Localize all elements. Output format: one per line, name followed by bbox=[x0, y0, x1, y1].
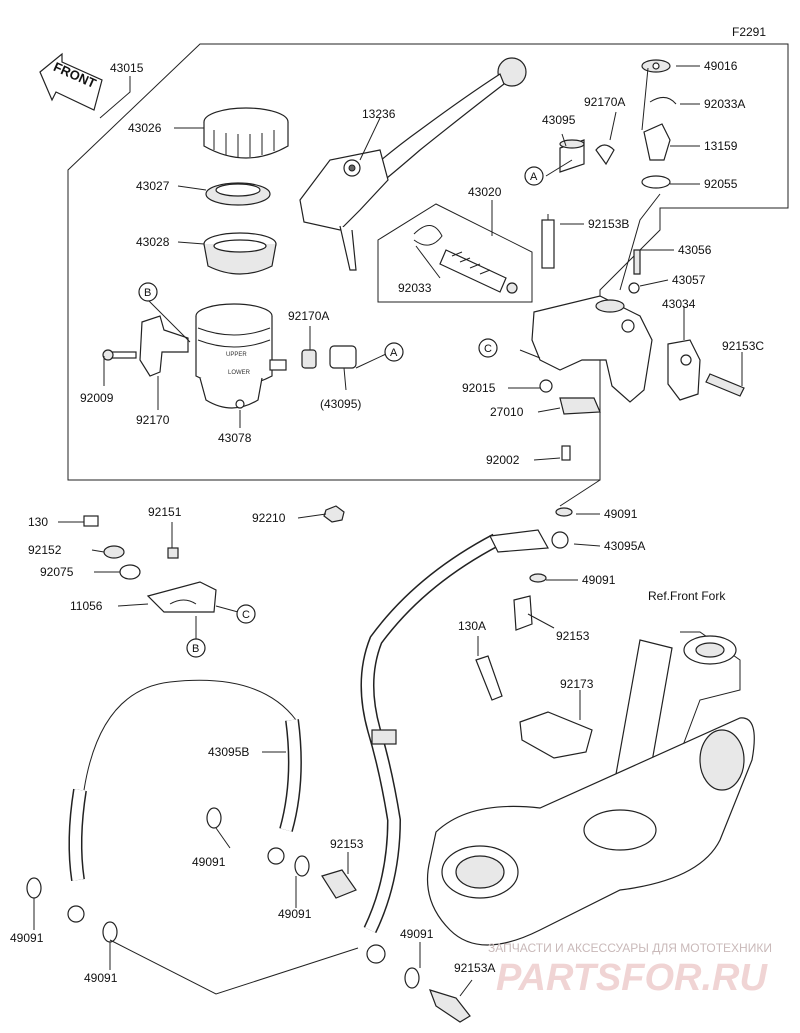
part-label: 92152 bbox=[28, 543, 62, 557]
figure-id: F2291 bbox=[732, 25, 766, 39]
svg-text:B: B bbox=[144, 287, 151, 299]
part-label: 49091 bbox=[400, 927, 434, 941]
part-label: 92170A bbox=[288, 309, 329, 323]
hose-guide bbox=[519, 711, 593, 759]
part-label: 43020 bbox=[468, 185, 502, 199]
part-label: 92210 bbox=[252, 511, 286, 525]
banjo-bolts bbox=[321, 595, 533, 1023]
reservoir-cap bbox=[203, 107, 289, 159]
part-label: 43057 bbox=[672, 273, 706, 287]
part-label: 13159 bbox=[704, 139, 738, 153]
brake-lever bbox=[299, 57, 527, 271]
part-label: 13236 bbox=[362, 107, 396, 121]
callout-b-2: B bbox=[186, 638, 206, 658]
part-label: 92015 bbox=[462, 381, 496, 395]
part-label: 92153 bbox=[330, 837, 364, 851]
svg-text:A: A bbox=[390, 347, 398, 359]
part-label: 130A bbox=[458, 619, 486, 633]
part-label: 43034 bbox=[662, 297, 696, 311]
part-label: 49016 bbox=[704, 59, 738, 73]
steering-stem-head bbox=[426, 631, 755, 946]
reservoir-bracket bbox=[102, 315, 189, 377]
part-label: 43015 bbox=[110, 61, 144, 75]
piston-kit-box bbox=[377, 203, 533, 303]
sealing-washers bbox=[26, 507, 573, 989]
part-label: 43026 bbox=[128, 121, 162, 135]
part-label: 92033A bbox=[704, 97, 745, 111]
svg-text:LOWER: LOWER bbox=[228, 370, 251, 376]
part-label: 49091 bbox=[84, 971, 118, 985]
part-label: 92170A bbox=[584, 95, 625, 109]
ref-front-fork-label: Ref.Front Fork bbox=[648, 589, 726, 603]
brake-hose bbox=[360, 529, 569, 964]
watermark-tagline: ЗАПЧАСТИ И АКСЕССУАРЫ ДЛЯ МОТОТЕХНИКИ bbox=[488, 941, 772, 955]
part-label: 92153A bbox=[454, 961, 495, 975]
assembly-boundary bbox=[67, 43, 789, 481]
part-label: 43027 bbox=[136, 179, 170, 193]
callout-b-1: B bbox=[138, 282, 158, 302]
piston-kit bbox=[413, 225, 518, 294]
flange-nut bbox=[323, 505, 345, 523]
part-label: 49091 bbox=[10, 931, 44, 945]
svg-text:B: B bbox=[192, 643, 199, 655]
part-label: 43095 bbox=[542, 113, 576, 127]
banjo-parts bbox=[641, 59, 677, 189]
small-spacer bbox=[559, 139, 615, 173]
diaphragm-plate bbox=[205, 182, 271, 206]
left-brake-hose bbox=[67, 679, 302, 923]
svg-text:A: A bbox=[530, 171, 538, 183]
part-label: 49091 bbox=[192, 855, 226, 869]
callout-c-1: C bbox=[478, 338, 498, 358]
part-label: 92153 bbox=[556, 629, 590, 643]
bracket-parts bbox=[83, 515, 217, 613]
part-label: 49091 bbox=[278, 907, 312, 921]
part-label: (43095) bbox=[320, 397, 361, 411]
part-label: 11056 bbox=[70, 599, 103, 613]
hose-clamp bbox=[301, 345, 357, 369]
reservoir-tank: UPPER LOWER bbox=[195, 303, 287, 409]
part-label: 43028 bbox=[136, 235, 170, 249]
diaphragm bbox=[203, 232, 277, 275]
part-label: 92075 bbox=[40, 565, 74, 579]
svg-text:UPPER: UPPER bbox=[226, 352, 247, 358]
svg-text:C: C bbox=[484, 343, 492, 355]
brake-switch bbox=[539, 379, 601, 461]
part-label: 92153C bbox=[722, 339, 764, 353]
handlebar-clamp bbox=[667, 339, 745, 401]
part-label: 92173 bbox=[560, 677, 594, 691]
part-label: 92151 bbox=[148, 505, 182, 519]
part-label: 49091 bbox=[582, 573, 616, 587]
front-arrow-icon: FRONT bbox=[39, 52, 103, 111]
part-label: 92033 bbox=[398, 281, 432, 295]
master-cylinder-body bbox=[531, 214, 653, 403]
part-label: 92170 bbox=[136, 413, 170, 427]
part-label: 43095A bbox=[604, 539, 645, 553]
part-label: 27010 bbox=[490, 405, 524, 419]
callout-a-1: A bbox=[524, 166, 544, 186]
part-label: 92009 bbox=[80, 391, 114, 405]
part-label: 43056 bbox=[678, 243, 712, 257]
part-label: 92002 bbox=[486, 453, 520, 467]
svg-text:C: C bbox=[242, 609, 250, 621]
part-label: 43078 bbox=[218, 431, 252, 445]
part-label: 92055 bbox=[704, 177, 738, 191]
callout-c-2: C bbox=[236, 604, 256, 624]
part-label: 43095B bbox=[208, 745, 249, 759]
watermark-logo: PARTSFOR.RU bbox=[496, 957, 768, 999]
part-label: 92153B bbox=[588, 217, 629, 231]
callout-a-2: A bbox=[384, 342, 404, 362]
part-label: 130 bbox=[28, 515, 48, 529]
part-label: 49091 bbox=[604, 507, 638, 521]
